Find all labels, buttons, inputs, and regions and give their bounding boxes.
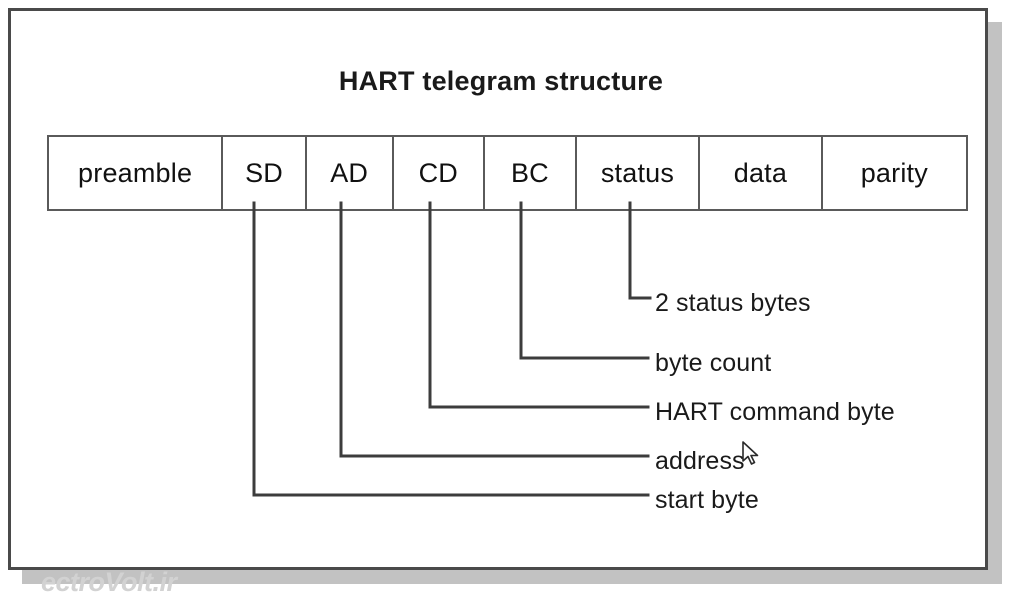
callout-label-hart-command-byte: HART command byte bbox=[655, 398, 895, 426]
site-watermark: ectroVolt.ir bbox=[41, 567, 177, 597]
telegram-field-parity: parity bbox=[822, 137, 967, 209]
telegram-field-ad: AD bbox=[306, 137, 394, 209]
telegram-field-data: data bbox=[700, 137, 823, 209]
leader-line-address bbox=[339, 201, 650, 458]
leader-line-byte-count bbox=[519, 201, 650, 360]
leader-line-status bbox=[628, 201, 652, 300]
leader-line-hart-command bbox=[428, 201, 650, 409]
callout-label-address: address bbox=[655, 447, 745, 475]
callout-label-byte-count: byte count bbox=[655, 349, 772, 377]
figure-title: HART telegram structure bbox=[338, 66, 664, 96]
diagram-panel: HART telegram structure preamble SD AD C… bbox=[8, 8, 988, 597]
callout-label-start-byte: start byte bbox=[655, 486, 759, 514]
telegram-field-status: status bbox=[576, 137, 701, 209]
callout-label-status-bytes: 2 status bytes bbox=[655, 289, 811, 317]
telegram-field-sd: SD bbox=[223, 137, 307, 209]
mouse-pointer-icon bbox=[742, 441, 759, 465]
leader-line-start-byte bbox=[252, 201, 650, 497]
telegram-field-cd: CD bbox=[393, 137, 486, 209]
telegram-field-bc: BC bbox=[485, 137, 577, 209]
hart-telegram-frame: preamble SD AD CD BC status data parity bbox=[47, 135, 968, 211]
telegram-field-preamble: preamble bbox=[49, 137, 224, 209]
